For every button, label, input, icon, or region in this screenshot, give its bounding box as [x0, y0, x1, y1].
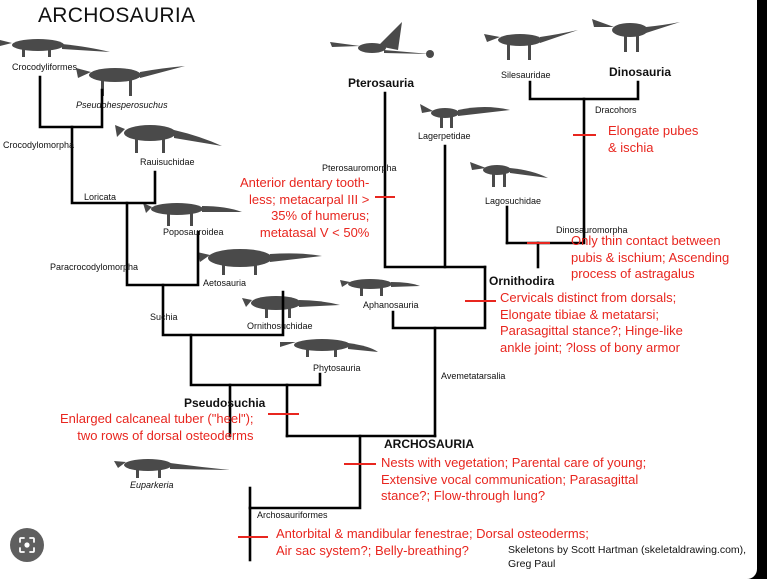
characters-ornithodira: Cervicals distinct from dorsals; Elongat… [500, 290, 683, 355]
branch-archosauria [248, 434, 362, 510]
google-lens-button[interactable] [10, 528, 44, 562]
label-suchia: Suchia [150, 312, 178, 322]
tree-branches [38, 75, 640, 562]
label-crocodyliformes: Crocodyliformes [12, 62, 78, 72]
skeleton-dinosauria [592, 19, 680, 52]
skeleton-silesauridae [484, 30, 578, 60]
skeleton-crocodyliformes [0, 39, 110, 57]
label-archosauriformes: Archosauriformes [257, 510, 328, 520]
label-ornithodira: Ornithodira [489, 274, 555, 288]
figure-title: ARCHOSAURIA [38, 4, 196, 27]
label-silesauridae: Silesauridae [501, 70, 551, 80]
label-euparkeria: Euparkeria [130, 480, 174, 490]
label-phytosauria: Phytosauria [313, 363, 361, 373]
label-paracrocodylomorpha: Paracrocodylomorpha [50, 262, 139, 272]
branch-pterosauria [383, 91, 487, 269]
label-rauisuchidae: Rauisuchidae [140, 157, 195, 167]
label-pterosauromorpha: Pterosauromorpha [322, 163, 397, 173]
branch-ornithodira [391, 265, 487, 330]
label-crocodylomorpha: Crocodylomorpha [3, 140, 75, 150]
characters-dinosauromorpha: Only thin contact between pubis & ischiu… [571, 233, 730, 281]
skeleton-rauisuchidae [115, 125, 222, 153]
label-dracohors: Dracohors [595, 105, 637, 115]
skeleton-poposauroidea [143, 203, 242, 226]
branch-suchia [161, 283, 285, 337]
branch-loricata [70, 125, 157, 205]
label-avemetatarsalia: Avemetatarsalia [441, 371, 506, 381]
characters-archosauria: Nests with vegetation; Parental care of … [381, 455, 647, 503]
branch-dinosauria-silesauridae [528, 80, 640, 101]
label-pseudosuchia: Pseudosuchia [184, 396, 266, 410]
skeleton-lagerpetidae [420, 104, 510, 128]
label-aphanosauria: Aphanosauria [363, 300, 419, 310]
branch-ornithosuchidae-phytosauria [189, 333, 322, 387]
image-credit: Skeletons by Scott Hartman (skeletaldraw… [508, 544, 747, 570]
label-pseudohesperosuchus: Pseudohesperosuchus [76, 100, 168, 110]
skeleton-pseudohesperosuchus [76, 66, 185, 96]
label-poposauroidea: Poposauroidea [163, 227, 224, 237]
skeleton-silhouettes [0, 19, 680, 478]
label-lagerpetidae: Lagerpetidae [418, 131, 471, 141]
label-dinosauria: Dinosauria [609, 65, 672, 79]
branch-paracrocodylomorpha [125, 201, 200, 287]
skeleton-ornithosuchidae [242, 296, 340, 318]
label-aetosauria: Aetosauria [203, 278, 247, 288]
label-loricata: Loricata [84, 192, 117, 202]
label-archosauria: ARCHOSAURIA [384, 437, 474, 451]
label-ornithosuchidae: Ornithosuchidae [247, 321, 313, 331]
characters-pterosauromorpha: Anterior dentary tooth- less; metacarpal… [240, 175, 370, 240]
label-dinosauromorpha: Dinosauromorpha [556, 225, 628, 235]
label-lagosuchidae: Lagosuchidae [485, 196, 542, 206]
skeleton-euparkeria [114, 459, 230, 478]
characters-dracohors: Elongate pubes & ischia [608, 123, 699, 155]
character-ticks [238, 134, 596, 538]
characters-pseudosuchia: Enlarged calcaneal tuber ("heel"); two r… [60, 411, 254, 443]
skeleton-lagosuchidae [470, 162, 548, 187]
skeleton-aetosauria [197, 249, 322, 275]
google-lens-icon [19, 537, 35, 553]
label-pterosauria: Pterosauria [348, 76, 415, 90]
skeleton-phytosauria [280, 339, 378, 357]
characters-archosauriformes: Antorbital & mandibular fenestrae; Dorsa… [276, 526, 589, 558]
skeleton-aphanosauria [340, 279, 420, 296]
skeleton-pterosauria [330, 22, 434, 58]
